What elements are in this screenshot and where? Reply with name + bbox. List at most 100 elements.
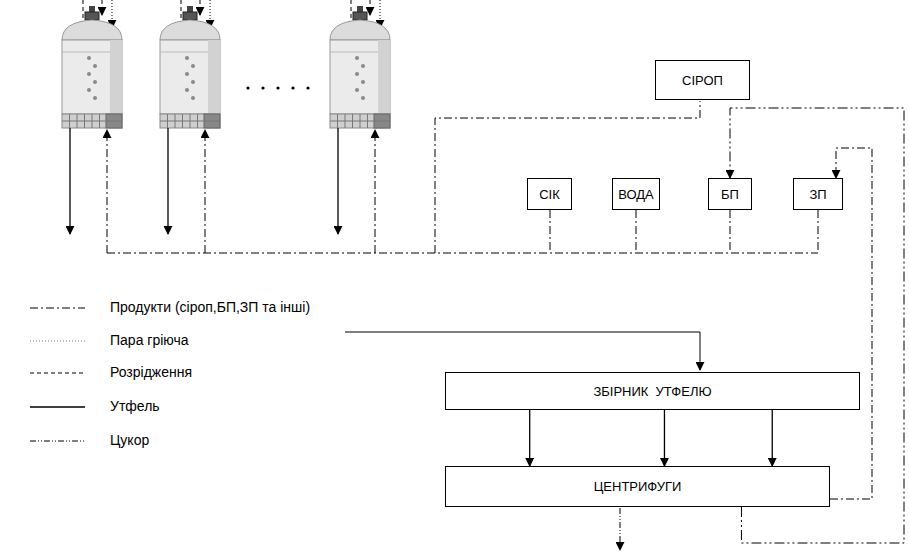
drawing-part xyxy=(93,64,97,68)
drawing-part xyxy=(330,121,390,122)
process-box: ВОДА xyxy=(612,178,660,210)
drawing-part xyxy=(378,40,390,114)
box-label: СІК xyxy=(539,187,560,202)
legend-sample xyxy=(30,397,90,417)
drawing-part xyxy=(62,40,122,114)
drawing-part xyxy=(167,128,168,234)
process-box: БП xyxy=(708,178,752,210)
drawing-part xyxy=(191,64,195,68)
drawing-part xyxy=(355,88,359,92)
legend-line xyxy=(30,441,85,442)
legend-sample xyxy=(30,298,90,318)
drawing-part xyxy=(112,0,113,28)
legend-line xyxy=(30,341,85,342)
drawing-part xyxy=(357,6,363,12)
drawing-part xyxy=(160,20,220,40)
drawing-part xyxy=(355,72,359,76)
flow-connector xyxy=(664,410,665,466)
drawing-part xyxy=(160,121,220,122)
legend-sample xyxy=(30,331,90,351)
drawing-part xyxy=(380,0,381,28)
drawing-part xyxy=(818,210,819,253)
drawing-part xyxy=(361,80,365,84)
drawing-part xyxy=(187,6,193,12)
process-box: ЦЕНТРИФУГИ xyxy=(445,466,830,507)
legend-text: Продукти (сіроп,БП,ЗП та інші) xyxy=(110,299,310,315)
drawing-part xyxy=(107,130,108,253)
drawing-part xyxy=(620,508,621,550)
drawing-part xyxy=(191,80,195,84)
drawing-part xyxy=(375,130,376,253)
massecuite-inlet xyxy=(345,332,700,370)
drawing-part xyxy=(110,40,122,114)
drawing-part xyxy=(337,128,338,234)
drawing-part xyxy=(353,12,367,20)
drawing-part xyxy=(730,210,731,253)
box-label: ЦЕНТРИФУГИ xyxy=(594,479,682,494)
product-pipes xyxy=(107,101,818,253)
drawing-part xyxy=(160,40,220,114)
drawing-part xyxy=(330,20,390,40)
drawing-part xyxy=(291,86,294,89)
legend-text: Цукор xyxy=(110,432,149,448)
drawing-part xyxy=(200,0,201,15)
drawing-part xyxy=(205,130,206,253)
drawing-part xyxy=(107,253,818,254)
box-label: БП xyxy=(721,187,739,202)
legend-sample xyxy=(30,431,90,451)
drawing-part xyxy=(636,210,637,253)
drawing-part xyxy=(361,64,365,68)
drawing-part xyxy=(246,86,249,89)
vacuum-pans xyxy=(62,0,390,253)
legend-text: Пара гріюча xyxy=(110,332,189,348)
drawing-part xyxy=(550,210,551,253)
drawing-part xyxy=(69,128,70,234)
ellipsis-dots xyxy=(246,86,309,89)
legend-line xyxy=(30,373,85,374)
drawing-part xyxy=(87,56,91,60)
drawing-part xyxy=(345,332,700,370)
drawing-part xyxy=(210,0,211,28)
drawing-part xyxy=(93,96,97,100)
drawing-part xyxy=(93,80,97,84)
drawing-part xyxy=(435,101,700,253)
flow-connector xyxy=(772,410,773,466)
process-box: ЗБІРНИК УТФЕЛЮ xyxy=(445,372,860,410)
drawing-part xyxy=(62,114,122,128)
drawing-part xyxy=(370,0,371,15)
vacuum-pan xyxy=(160,0,220,253)
process-box: СІК xyxy=(527,178,572,210)
drawing-part xyxy=(276,86,279,89)
drawing-part xyxy=(208,40,220,114)
drawing-part xyxy=(87,72,91,76)
box-label: ЗП xyxy=(809,187,826,202)
drawing-part xyxy=(183,12,197,20)
sugar-outlet xyxy=(620,508,621,550)
legend-sample xyxy=(30,363,90,383)
legend-text: Розрідження xyxy=(110,364,192,380)
drawing-part xyxy=(87,88,91,92)
box-label: СІРОП xyxy=(682,73,723,88)
drawing-part xyxy=(160,114,220,128)
drawing-part xyxy=(185,56,189,60)
box-label: ЗБІРНИК УТФЕЛЮ xyxy=(593,384,711,399)
drawing-part xyxy=(102,0,103,15)
drawing-part xyxy=(330,114,390,128)
legend-line xyxy=(30,406,85,407)
process-box: ЗП xyxy=(793,178,843,210)
legend-text: Утфель xyxy=(110,398,160,414)
box-label: ВОДА xyxy=(618,187,654,202)
drawing-part xyxy=(191,96,195,100)
drawing-part xyxy=(306,86,309,89)
drawing-part xyxy=(85,12,99,20)
flow-connector xyxy=(529,410,530,466)
drawing-part xyxy=(89,6,95,12)
drawing-part xyxy=(62,121,122,122)
drawing-part xyxy=(185,88,189,92)
process-box: СІРОП xyxy=(655,60,750,100)
drawing-part xyxy=(185,72,189,76)
vacuum-pan xyxy=(330,0,390,253)
drawing-part xyxy=(62,20,122,40)
drawing-part xyxy=(361,96,365,100)
